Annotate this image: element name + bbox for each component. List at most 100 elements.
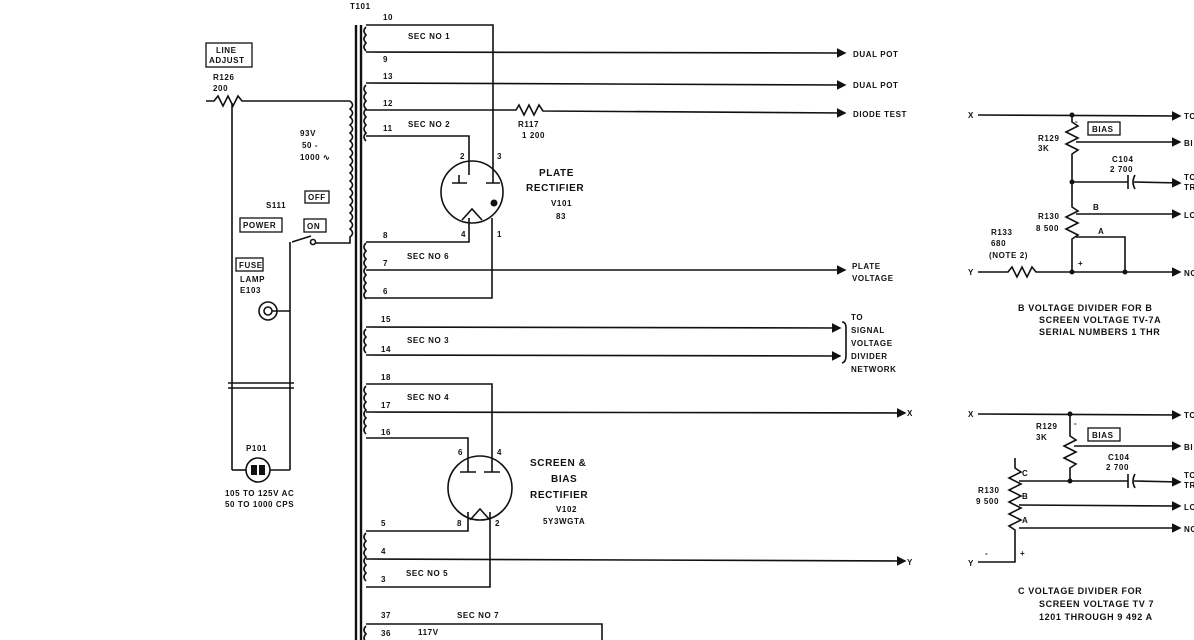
signal-network-label: DIVIDER (851, 352, 888, 361)
caption-c: 1201 THROUGH 9 492 A (1039, 612, 1153, 622)
minus-sign: - (985, 549, 988, 558)
tap-b: B (1093, 203, 1099, 212)
r133-value: 680 (991, 239, 1006, 248)
out-label: NO (1184, 269, 1194, 278)
pin-label: 1 (497, 230, 502, 239)
c104-label: C104 (1108, 453, 1130, 462)
bias-label: BIAS (1092, 431, 1114, 440)
plate-voltage-label: PLATE (852, 262, 881, 271)
primary-freq: 1000 ∿ (300, 153, 330, 162)
pin-label: 36 (381, 629, 391, 638)
v101-title: PLATE (539, 168, 574, 179)
tap-c: C (1022, 469, 1028, 478)
r126-value: 200 (213, 84, 228, 93)
sec3-label: SEC NO 3 (407, 336, 449, 345)
line-adjust-label: ADJUST (209, 56, 245, 65)
line-adjust-label: LINE (216, 46, 237, 55)
pin-label: 13 (383, 72, 393, 81)
pin-label: 8 (457, 519, 462, 528)
v102-ref: V102 (556, 505, 577, 514)
pin-label: 16 (381, 428, 391, 437)
r117-value: 1 200 (522, 131, 545, 140)
pin-label: 3 (497, 152, 502, 161)
caption-b: SERIAL NUMBERS 1 THR (1039, 327, 1160, 337)
r129-value: 3K (1038, 144, 1049, 153)
y-label: Y (968, 559, 974, 568)
v102-title: BIAS (551, 474, 577, 485)
pin-label: 6 (458, 448, 463, 457)
r130-value: 9 500 (976, 497, 999, 506)
pin-label: 4 (497, 448, 502, 457)
pin-label: 2 (495, 519, 500, 528)
secondaries: SEC NO 1 SEC NO 2 SEC NO 6 SEC NO 3 SEC … (363, 13, 907, 640)
lamp-label: LAMP (240, 275, 265, 284)
signal-network-label: TO (851, 313, 863, 322)
c104-label: C104 (1112, 155, 1134, 164)
out-label: TR (1184, 481, 1194, 490)
fuse-label: FUSE (239, 261, 263, 270)
t101-label: T101 (350, 2, 371, 11)
v102-title: RECTIFIER (530, 490, 588, 501)
pin-label: 3 (381, 575, 386, 584)
pin-label: 6 (383, 287, 388, 296)
caption-c: SCREEN VOLTAGE TV 7 (1039, 599, 1154, 609)
pin-label: 4 (381, 547, 386, 556)
tube-v102: 6 4 8 2 SCREEN & BIAS RECTIFIER V102 5Y3… (447, 448, 588, 528)
dual-pot-label: DUAL POT (853, 50, 899, 59)
y-label: Y (968, 268, 974, 277)
r117-label: R117 (518, 120, 539, 129)
signal-network-label: SIGNAL (851, 326, 885, 335)
plug-label: P101 (246, 444, 267, 453)
switch-ref: S111 (266, 201, 286, 210)
r129-label: R129 (1038, 134, 1060, 143)
pin-label: 37 (381, 611, 391, 620)
caption-b: B VOLTAGE DIVIDER FOR B (1018, 303, 1152, 313)
r130-label: R130 (1038, 212, 1060, 221)
bias-label: BIAS (1092, 125, 1114, 134)
pin-label: 14 (381, 345, 391, 354)
pin-label: 12 (383, 99, 393, 108)
pin-label: 11 (383, 124, 393, 133)
c104-value: 2 700 (1110, 165, 1133, 174)
sec2-label: SEC NO 2 (408, 120, 450, 129)
v101-ref: V101 (551, 199, 572, 208)
r133-label: R133 (991, 228, 1013, 237)
x-terminal-label: X (907, 409, 913, 418)
pin-label: 17 (381, 401, 391, 410)
out-label: LO (1184, 211, 1194, 220)
out-label: TO (1184, 471, 1194, 480)
sec1-label: SEC NO 1 (408, 32, 450, 41)
panel-b-voltage-divider: X Y - + R129 3K BIAS C104 2 700 R130 8 5… (968, 111, 1194, 337)
supply-label: 105 TO 125V AC (225, 489, 294, 498)
sec6-label: SEC NO 6 (407, 252, 449, 261)
ac-plug-icon (245, 457, 271, 483)
v102-title: SCREEN & (530, 458, 586, 469)
panel-c-voltage-divider: X Y - - + R129 3K BIAS C104 2 700 R130 9… (968, 410, 1194, 622)
pin-label: 15 (381, 315, 391, 324)
minus-sign: - (1074, 419, 1077, 428)
out-label: BI (1184, 443, 1193, 452)
primary-winding (315, 100, 354, 244)
supply-freq: 50 TO 1000 CPS (225, 500, 294, 509)
v101-type: 83 (556, 212, 566, 221)
v101-title: RECTIFIER (526, 183, 584, 194)
r130-label: R130 (978, 486, 1000, 495)
pin-label: 18 (381, 373, 391, 382)
r126-resistor (206, 94, 350, 108)
out-label: NO (1184, 525, 1194, 534)
out-label: TR (1184, 183, 1194, 192)
pin-label: 8 (383, 231, 388, 240)
plate-voltage-label: VOLTAGE (852, 274, 894, 283)
line-adjust-box (205, 42, 253, 68)
signal-network-label: VOLTAGE (851, 339, 893, 348)
out-label: LO (1184, 503, 1194, 512)
signal-network-label: NETWORK (851, 365, 897, 374)
pin-label: 10 (383, 13, 393, 22)
r133-note: (NOTE 2) (989, 251, 1028, 260)
plus-sign: + (1078, 259, 1083, 268)
pin-label: 5 (381, 519, 386, 528)
tube-v101: 2 3 4 1 PLATE RECTIFIER V101 83 (440, 152, 584, 239)
tap-a: A (1098, 227, 1104, 236)
sec4-label: SEC NO 4 (407, 393, 449, 402)
primary-voltage: 93V (300, 129, 316, 138)
